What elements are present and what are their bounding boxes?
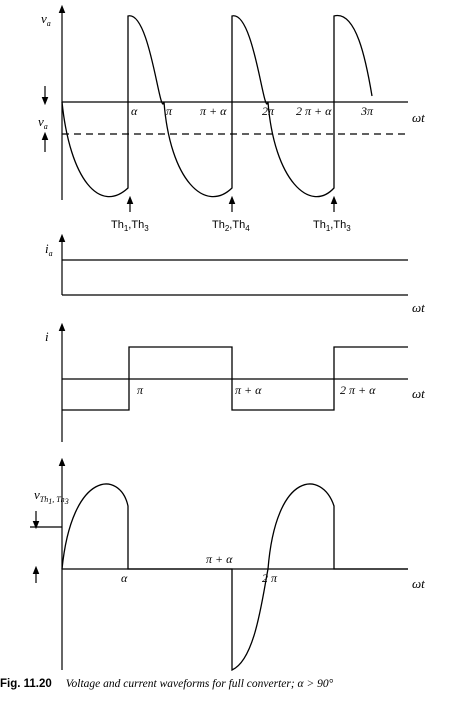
panel4-tick-pi-alpha: π + α <box>206 552 233 566</box>
panel-load-current: ia ωt <box>45 233 425 315</box>
firing-label-2: Th2,Th4 <box>212 219 250 233</box>
panel-output-voltage: va ωt va α π π + α 2π 2 π + α 3π Th1,Th3… <box>38 4 425 233</box>
panel1-tick-pi-alpha: π + α <box>200 104 227 118</box>
figure-number: Fig. 11.20 <box>0 678 52 690</box>
output-voltage-waveform <box>61 15 373 198</box>
panel4-x-label: ωt <box>412 576 425 591</box>
panel-source-current: i ωt π π + α 2 π + α <box>45 322 425 442</box>
panel2-x-label: ωt <box>412 300 425 315</box>
panel3-x-label: ωt <box>412 386 425 401</box>
panel4-y-label: vTh1, Th3 <box>34 487 69 506</box>
panel3-tick-pi-alpha: π + α <box>235 383 262 397</box>
panel3-y-label: i <box>45 329 49 344</box>
panel4-tick-2pi: 2 π <box>262 571 278 585</box>
panel-thyristor-voltage: vTh1, Th3 ωt α π + α 2 π <box>30 457 425 671</box>
panel2-y-label: ia <box>45 241 53 258</box>
panel1-tick-2pi-alpha: 2 π + α <box>296 104 332 118</box>
panel1-tick-2pi: 2π <box>262 104 275 118</box>
figure-caption: Fig. 11.20 Voltage and current waveforms … <box>0 678 458 690</box>
panel1-x-label: ωt <box>412 110 425 125</box>
panel3-tick-pi: π <box>137 383 144 397</box>
panel1-tick-alpha: α <box>131 104 138 118</box>
panel3-tick-2pi-alpha: 2 π + α <box>340 383 376 397</box>
source-current-waveform <box>62 346 408 411</box>
figure-title: Voltage and current waveforms for full c… <box>65 678 334 690</box>
panel1-tick-pi: π <box>166 104 173 118</box>
panel1-y-label: va <box>41 11 51 28</box>
panel1-tick-3pi: 3π <box>360 104 374 118</box>
thyristor-voltage-waveform <box>61 483 408 671</box>
average-voltage-label: va <box>38 114 48 131</box>
panel4-tick-alpha: α <box>121 571 128 585</box>
firing-label-1: Th1,Th3 <box>111 219 149 233</box>
firing-label-3: Th1,Th3 <box>313 219 351 233</box>
